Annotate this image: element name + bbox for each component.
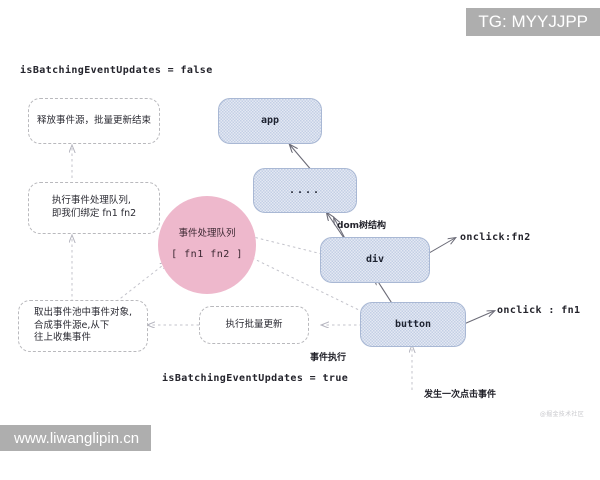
edge-label-event-exec: 事件执行 bbox=[310, 353, 347, 363]
dom-node-div: div bbox=[320, 237, 430, 283]
dom-node-button-label: button bbox=[394, 318, 432, 330]
tg-watermark-badge: TG: MYYJJPP bbox=[466, 8, 600, 36]
dom-node-app-label: app bbox=[260, 115, 280, 127]
dom-node-ellipsis: .... bbox=[253, 168, 357, 213]
event-queue-title: 事件处理队列 bbox=[178, 228, 236, 240]
dom-node-button: button bbox=[360, 302, 466, 347]
note-release: 释放事件源，批量更新结束 bbox=[28, 98, 160, 144]
edge-collect-to-queue bbox=[111, 262, 167, 306]
site-watermark-text: www.liwanglipin.cn bbox=[14, 429, 140, 447]
tg-watermark-text: TG: MYYJJPP bbox=[478, 12, 588, 31]
state-label-true: isBatchingEventUpdates = true bbox=[162, 373, 349, 384]
site-watermark-badge: www.liwanglipin.cn bbox=[0, 425, 152, 451]
dom-node-div-label: div bbox=[365, 254, 385, 266]
note-release-line-1: 释放事件源，批量更新结束 bbox=[36, 114, 151, 126]
note-collect-line-2: 合成事件源e,从下 bbox=[33, 319, 110, 331]
state-label-false: isBatchingEventUpdates = false bbox=[20, 65, 213, 76]
edge-label-click-once: 发生一次点击事件 bbox=[424, 390, 497, 400]
dom-node-ellipsis-label: .... bbox=[288, 184, 322, 196]
event-queue-array: [ fn1 fn2 ] bbox=[171, 249, 243, 261]
note-collect: 取出事件池中事件对象, 合成事件源e,从下 往上收集事件 bbox=[18, 300, 148, 352]
note-batch-update: 执行批量更新 bbox=[199, 306, 309, 344]
note-run-queue-line-2: 即我们绑定 fn1 fn2 bbox=[51, 208, 137, 219]
corner-watermark: @掘金技术社区 bbox=[539, 411, 584, 418]
note-run-queue: 执行事件处理队列, 即我们绑定 fn1 fn2 bbox=[28, 182, 160, 234]
event-queue-circle: 事件处理队列 [ fn1 fn2 ] bbox=[158, 196, 256, 294]
edge-label-onclick-fn2: onclick:fn2 bbox=[460, 232, 531, 243]
note-batch-update-line-1: 执行批量更新 bbox=[225, 318, 283, 330]
dom-node-app: app bbox=[218, 98, 322, 144]
note-collect-line-1: 取出事件池中事件对象, bbox=[33, 306, 133, 318]
note-run-queue-line-1: 执行事件处理队列, bbox=[51, 195, 131, 207]
edge-label-onclick-fn1: onclick : fn1 bbox=[497, 305, 581, 316]
edge-label-dom-tree: dom树结构 bbox=[337, 221, 387, 231]
edge-button-to-onclick-fn1 bbox=[463, 311, 494, 325]
note-collect-line-3: 往上收集事件 bbox=[33, 332, 91, 344]
